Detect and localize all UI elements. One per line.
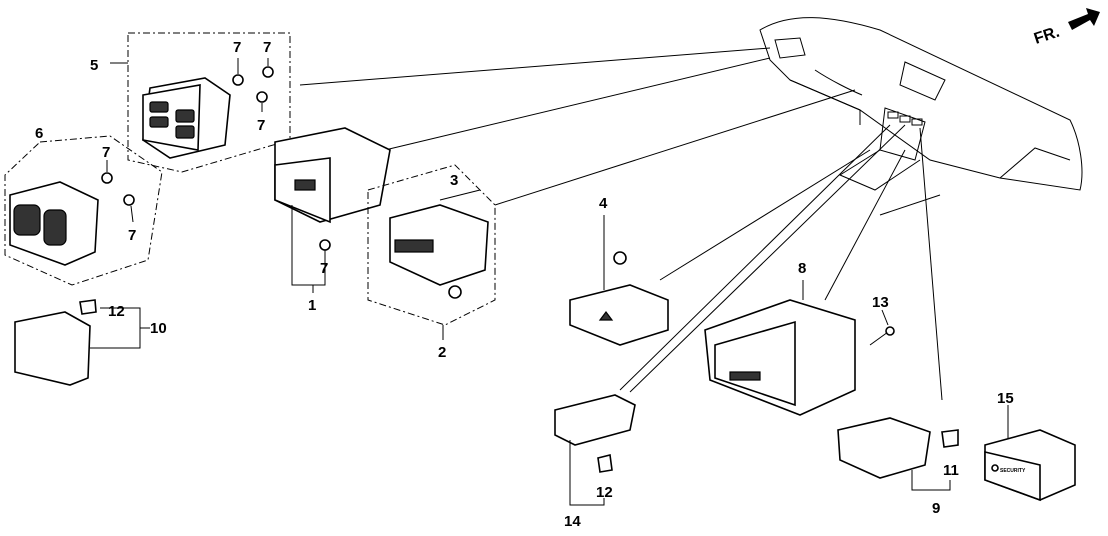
part-1 (274, 127, 391, 293)
callout: 3 (450, 172, 458, 189)
part-4 (569, 215, 669, 346)
part-group-5 (110, 32, 291, 173)
leader-lines (299, 47, 943, 401)
part-group-6 (4, 135, 163, 286)
part-15: SECURITY (984, 405, 1076, 502)
part-13 (869, 309, 895, 346)
callout: 7 (102, 144, 110, 161)
callout: 12 (108, 303, 125, 320)
front-label: FR. (1032, 24, 1062, 48)
callout-numbers: 5 7 7 7 6 7 7 12 10 1 7 3 2 4 8 13 15 11… (35, 39, 1014, 530)
front-arrow-icon (1068, 8, 1100, 30)
callout: 11 (943, 462, 959, 479)
callout: 12 (596, 484, 613, 501)
callout: 7 (128, 227, 136, 244)
callout: 10 (150, 320, 167, 337)
callout: 9 (932, 500, 940, 517)
part-group-2 (367, 164, 496, 340)
callout: 8 (798, 260, 806, 277)
callout: 7 (257, 117, 265, 134)
callout: 14 (564, 513, 581, 530)
callout: 4 (599, 195, 608, 212)
part-10 (14, 299, 150, 386)
callout: 2 (438, 344, 446, 361)
dashboard-outline (759, 17, 1083, 216)
callout: 1 (308, 297, 316, 314)
callout: 7 (320, 260, 328, 277)
callout: 15 (997, 390, 1014, 407)
part-14 (554, 394, 636, 506)
security-text: SECURITY (1000, 468, 1026, 474)
callout: 7 (233, 39, 241, 56)
part-9 (837, 417, 959, 491)
callout: 6 (35, 125, 43, 142)
front-direction-indicator: FR. (1032, 8, 1100, 48)
callout: 13 (872, 294, 889, 311)
part-8 (704, 280, 856, 416)
callout: 5 (90, 57, 98, 74)
callout: 7 (263, 39, 271, 56)
